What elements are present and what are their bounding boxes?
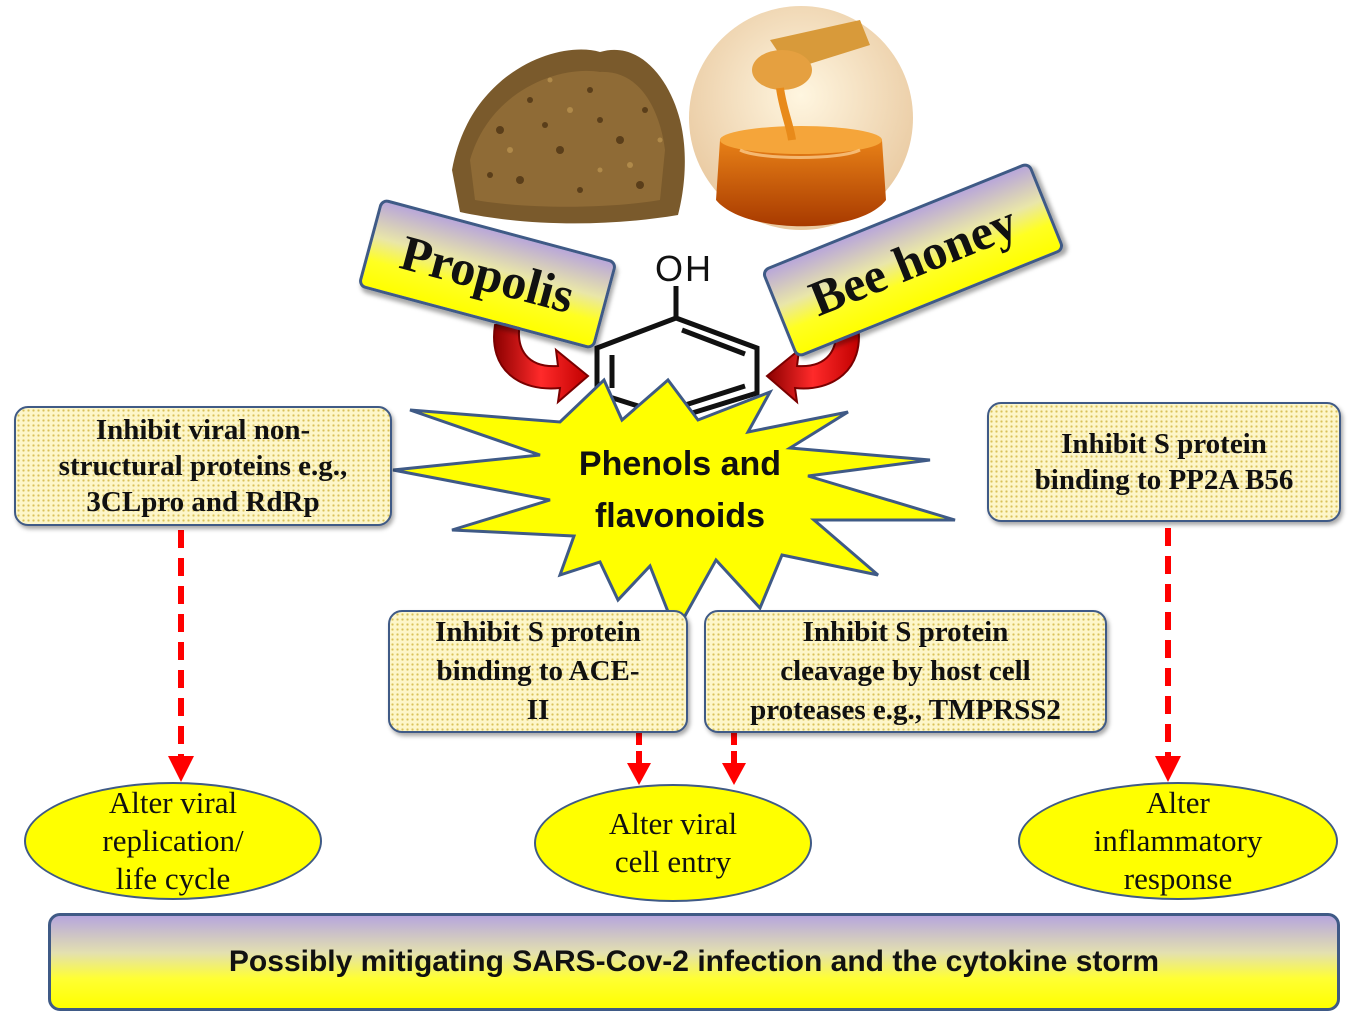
outcome-line: response <box>1123 861 1233 896</box>
outcome-line: inflammatory <box>1093 823 1263 858</box>
center-line-1: Phenols and <box>578 445 782 483</box>
outcome-line: Alter viral <box>608 806 738 841</box>
mechanism-line: cleavage by host cell <box>780 655 1031 687</box>
mechanism-line: Inhibit S protein <box>1061 428 1267 460</box>
mechanism-line: II <box>526 694 550 726</box>
honey-image <box>689 6 913 230</box>
center-line-2: flavonoids <box>594 497 765 535</box>
mechanism-box-nonstructural: Inhibit viral non- structural proteins e… <box>14 406 392 526</box>
mechanism-line: Inhibit S protein <box>802 616 1009 648</box>
mechanism-line: binding to PP2A B56 <box>1034 464 1294 496</box>
outcome-line: Alter viral <box>108 785 238 820</box>
conclusion-banner: Possibly mitigating SARS-Cov-2 infection… <box>48 913 1340 1011</box>
conclusion-text: Possibly mitigating SARS-Cov-2 infection… <box>228 945 1160 978</box>
hydroxyl-label: OH <box>655 248 713 289</box>
outcome-replication: Alter viral replication/ life cycle <box>24 782 322 900</box>
dashed-arrow-center-left <box>627 733 651 785</box>
mechanism-line: structural proteins e.g., <box>58 450 348 482</box>
mechanism-line: proteases e.g., TMPRSS2 <box>750 694 1061 726</box>
mechanism-line: Inhibit S protein <box>435 616 641 648</box>
outcome-line: replication/ <box>102 823 244 858</box>
outcome-line: cell entry <box>614 844 732 879</box>
mechanism-box-ace2: Inhibit S protein binding to ACE- II <box>388 610 688 733</box>
mechanism-box-tmprss2: Inhibit S protein cleavage by host cell … <box>704 610 1107 733</box>
outcome-cell-entry: Alter viral cell entry <box>534 784 812 902</box>
propolis-image <box>452 49 685 224</box>
mechanism-line: binding to ACE- <box>436 655 640 687</box>
outcome-inflammatory: Alter inflammatory response <box>1018 782 1338 900</box>
dashed-arrow-left <box>168 530 194 782</box>
outcome-line: Alter <box>1146 785 1210 820</box>
mechanism-box-pp2a: Inhibit S protein binding to PP2A B56 <box>987 402 1341 522</box>
mechanism-line: 3CLpro and RdRp <box>86 486 320 518</box>
outcome-line: life cycle <box>115 861 231 896</box>
dashed-arrow-center-right <box>722 733 746 785</box>
mechanism-line: Inhibit viral non- <box>95 414 311 446</box>
curved-arrow-left <box>493 320 590 405</box>
phenols-flavonoids-label: Phenols and flavonoids <box>520 440 840 540</box>
dashed-arrow-right <box>1155 528 1181 782</box>
